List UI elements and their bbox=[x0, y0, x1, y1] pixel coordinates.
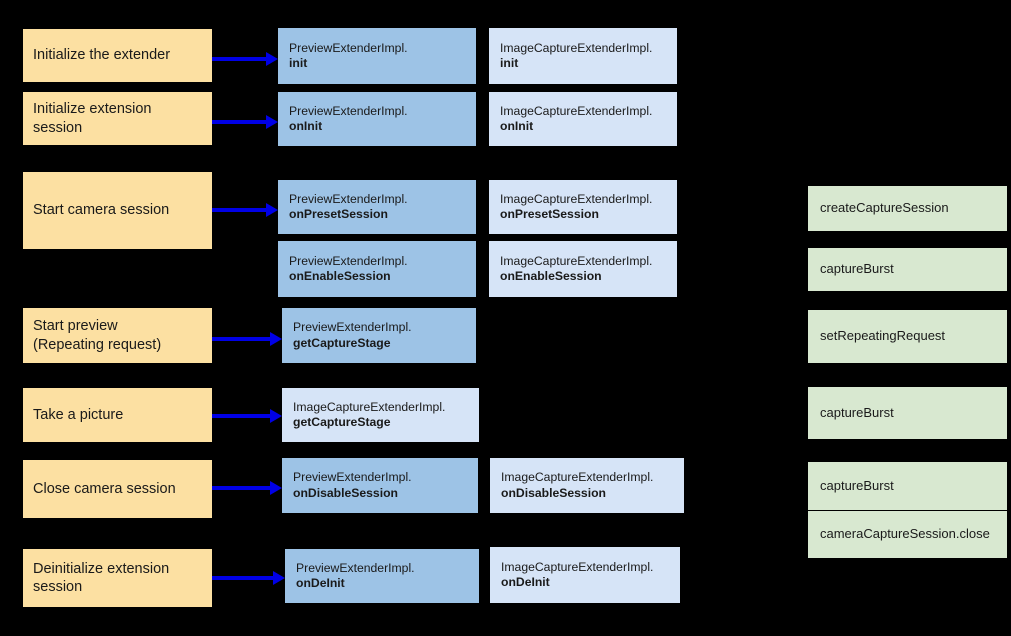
api-box-preview-init: PreviewExtenderImpl.init bbox=[278, 28, 476, 84]
api-class-name: PreviewExtenderImpl. bbox=[289, 103, 408, 118]
camera-op-label: captureBurst bbox=[820, 261, 894, 277]
stage-box-take-picture: Take a picture bbox=[23, 388, 212, 442]
api-method-name: onDisableSession bbox=[501, 485, 606, 500]
api-class-name: PreviewExtenderImpl. bbox=[289, 191, 408, 206]
arrow-shaft bbox=[212, 576, 274, 580]
arrow-head-icon bbox=[270, 409, 282, 423]
api-class-name: ImageCaptureExtenderImpl. bbox=[500, 103, 653, 118]
arrow-shaft bbox=[212, 337, 271, 341]
stage-label-line: Close camera session bbox=[33, 480, 176, 497]
api-box-imagecapture-onenablesession: ImageCaptureExtenderImpl.onEnableSession bbox=[489, 241, 677, 297]
camera-op-box-capture-burst-2: captureBurst bbox=[808, 387, 1007, 439]
stage-label-line: Initialize extension bbox=[33, 101, 152, 118]
camera-op-label: captureBurst bbox=[820, 477, 894, 493]
stage-label-line: Take a picture bbox=[33, 406, 124, 423]
api-class-name: ImageCaptureExtenderImpl. bbox=[500, 191, 653, 206]
api-box-preview-oninit: PreviewExtenderImpl.onInit bbox=[278, 92, 476, 146]
stage-label-line: session bbox=[33, 119, 83, 136]
arrow-head-icon bbox=[266, 203, 278, 217]
api-method-name: getCaptureStage bbox=[293, 335, 391, 350]
api-method-name: onInit bbox=[500, 119, 534, 133]
api-class-name: ImageCaptureExtenderImpl. bbox=[500, 40, 653, 55]
api-box-imagecapture-ondisablesession: ImageCaptureExtenderImpl.onDisableSessio… bbox=[490, 458, 684, 513]
camera-op-box-capture-burst-1: captureBurst bbox=[808, 248, 1007, 291]
camera-op-label: captureBurst bbox=[820, 404, 894, 420]
arrow-shaft bbox=[212, 120, 267, 124]
api-method-name: onEnableSession bbox=[500, 269, 602, 283]
stage-box-init-extender: Initialize the extender bbox=[23, 29, 212, 82]
stage-label-line: Start camera session bbox=[33, 202, 170, 219]
api-class-name: PreviewExtenderImpl. bbox=[293, 470, 412, 485]
stage-box-close-camera: Close camera session bbox=[23, 460, 212, 518]
camera-op-box-camera-capture-session-close: cameraCaptureSession.close bbox=[808, 511, 1007, 558]
stage-label-line: Deinitialize extension bbox=[33, 560, 170, 577]
camera-op-label: createCaptureSession bbox=[820, 200, 949, 216]
api-method-name: onDisableSession bbox=[293, 485, 398, 500]
api-box-imagecapture-oninit: ImageCaptureExtenderImpl.onInit bbox=[489, 92, 677, 146]
api-box-preview-onpresetsession: PreviewExtenderImpl.onPresetSession bbox=[278, 180, 476, 234]
api-box-preview-onenablesession: PreviewExtenderImpl.onEnableSession bbox=[278, 241, 476, 297]
api-method-name: onDeInit bbox=[501, 575, 550, 589]
stage-label-line: session bbox=[33, 579, 83, 595]
arrow-shaft bbox=[212, 414, 271, 418]
api-class-name: ImageCaptureExtenderImpl. bbox=[501, 470, 654, 485]
stage-box-start-preview: Start preview(Repeating request) bbox=[23, 308, 212, 363]
api-method-name: getCaptureStage bbox=[293, 415, 391, 429]
arrow-shaft bbox=[212, 208, 267, 212]
api-class-name: ImageCaptureExtenderImpl. bbox=[500, 253, 653, 268]
arrow-shaft bbox=[212, 486, 271, 490]
api-class-name: PreviewExtenderImpl. bbox=[296, 560, 415, 575]
api-class-name: ImageCaptureExtenderImpl. bbox=[501, 559, 654, 574]
api-method-name: onInit bbox=[289, 119, 323, 133]
arrow-head-icon bbox=[270, 332, 282, 346]
stage-label-line: Initialize the extender bbox=[33, 47, 171, 64]
camera-op-box-create-capture-session: createCaptureSession bbox=[808, 186, 1007, 231]
stage-box-start-camera: Start camera session bbox=[23, 172, 212, 249]
stage-label-line: Start preview bbox=[33, 318, 118, 335]
camera-op-label: setRepeatingRequest bbox=[820, 328, 946, 344]
stage-box-deinit-session: Deinitialize extension session bbox=[23, 549, 212, 607]
api-class-name: PreviewExtenderImpl. bbox=[289, 253, 408, 268]
camera-op-box-set-repeating-request: setRepeatingRequest bbox=[808, 310, 1007, 363]
arrow-shaft bbox=[212, 57, 267, 61]
arrow-head-icon bbox=[266, 115, 278, 129]
api-box-imagecapture-onpresetsession: ImageCaptureExtenderImpl.onPresetSession bbox=[489, 180, 677, 234]
camera-op-box-capture-burst-3: captureBurst bbox=[808, 462, 1007, 510]
arrow-head-icon bbox=[273, 571, 285, 585]
arrow-head-icon bbox=[266, 52, 278, 66]
api-box-imagecapture-ondeinit: ImageCaptureExtenderImpl.onDeInit bbox=[490, 547, 680, 603]
api-class-name: PreviewExtenderImpl. bbox=[293, 320, 412, 335]
api-box-preview-getcapturestage: PreviewExtenderImpl.getCaptureStage bbox=[282, 308, 476, 363]
api-method-name: onPresetSession bbox=[289, 207, 388, 221]
stage-label-line: (Repeating request) bbox=[33, 336, 162, 353]
api-method-name: onDeInit bbox=[296, 576, 345, 590]
api-box-imagecapture-getcapturestage: ImageCaptureExtenderImpl.getCaptureStage bbox=[282, 388, 479, 442]
api-method-name: onEnableSession bbox=[289, 269, 391, 283]
api-class-name: PreviewExtenderImpl. bbox=[289, 40, 408, 55]
api-box-imagecapture-init: ImageCaptureExtenderImpl.init bbox=[489, 28, 677, 84]
api-method-name: init bbox=[289, 56, 308, 70]
arrow-head-icon bbox=[270, 481, 282, 495]
api-method-name: onPresetSession bbox=[500, 207, 599, 221]
api-box-preview-ondisablesession: PreviewExtenderImpl.onDisableSession bbox=[282, 458, 478, 513]
api-method-name: init bbox=[500, 56, 519, 70]
api-box-preview-ondeinit: PreviewExtenderImpl.onDeInit bbox=[285, 549, 479, 603]
camera-op-label: cameraCaptureSession.close bbox=[820, 526, 990, 542]
api-class-name: ImageCaptureExtenderImpl. bbox=[293, 399, 446, 414]
